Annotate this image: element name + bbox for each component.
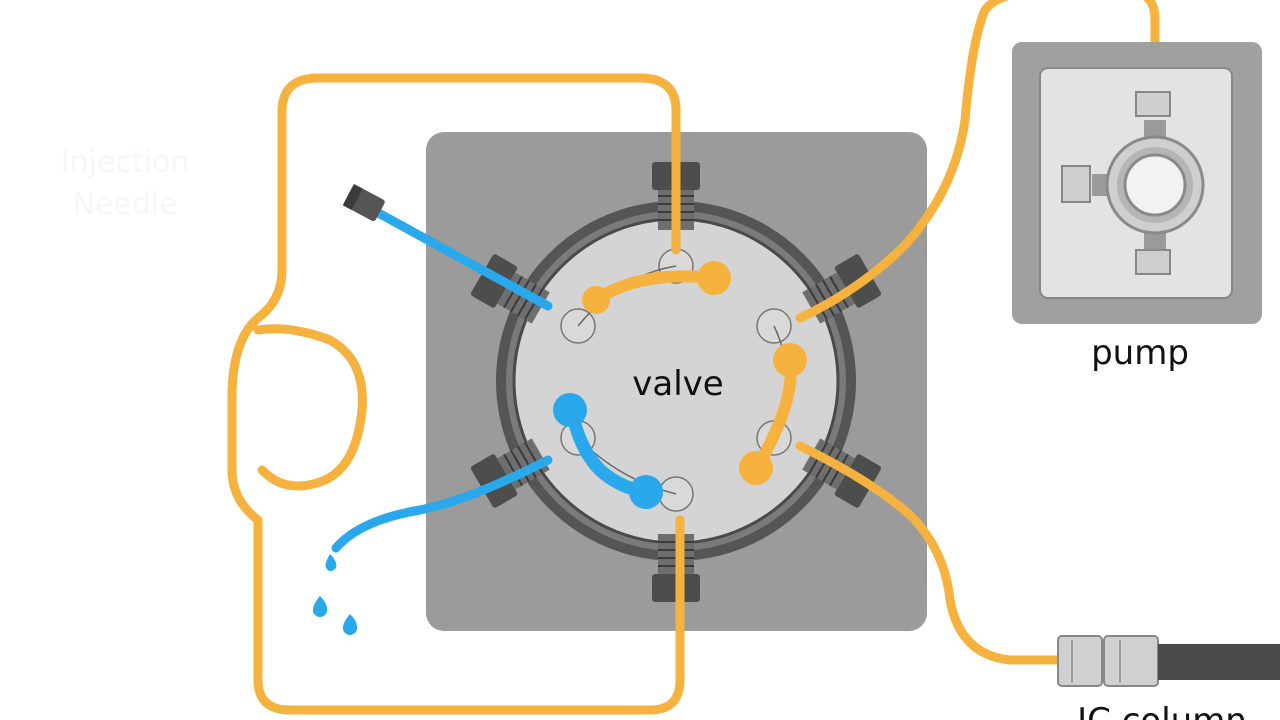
needle-cap xyxy=(342,184,385,222)
column-label: IC column xyxy=(1077,701,1247,720)
ic-column xyxy=(1057,635,1280,687)
needle-label: Needle xyxy=(72,187,177,222)
rotor-channel-ends xyxy=(582,261,807,485)
injection-label: Injection xyxy=(61,145,190,180)
waste-drops-icon xyxy=(312,554,358,635)
rotor-sample-ends xyxy=(553,393,663,509)
needle-line xyxy=(357,199,553,311)
pump-label: pump xyxy=(1091,333,1189,373)
sample-loop-coil xyxy=(253,324,367,491)
valve-label: valve xyxy=(632,364,723,404)
column-inlet-line xyxy=(795,441,1073,665)
waste-line xyxy=(331,455,553,553)
pump xyxy=(1012,42,1262,324)
pump-outlet-line xyxy=(795,0,1160,323)
sample-loop-line xyxy=(227,73,685,715)
